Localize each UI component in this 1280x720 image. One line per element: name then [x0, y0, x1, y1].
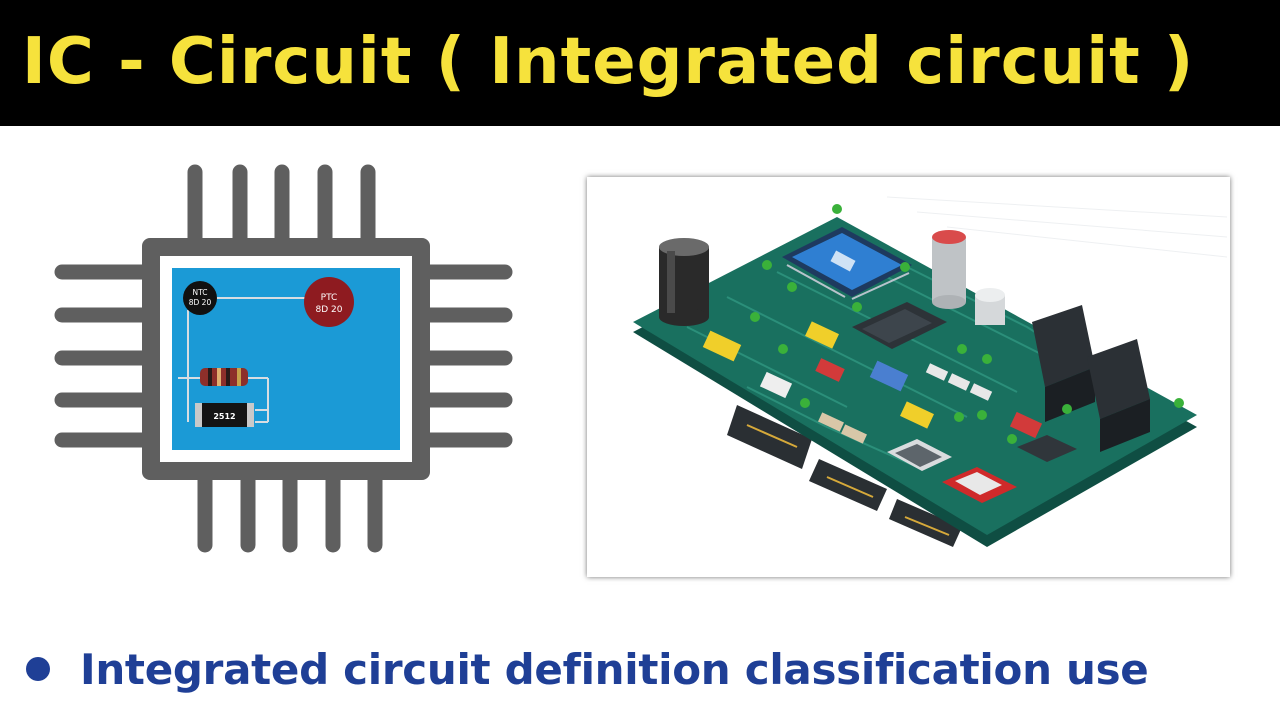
axial-resistor	[200, 368, 248, 386]
ic-chip-icon: NTC 8D 20 PTC 8D 20 2512	[50, 160, 520, 555]
pcb-image-frame	[587, 177, 1230, 577]
ptc-label-line1: PTC	[321, 293, 338, 303]
bullet-dot	[26, 657, 50, 681]
large-resistor	[887, 439, 952, 471]
electrolytic-capacitor-black	[659, 238, 709, 326]
edge-connectors	[727, 405, 962, 547]
ic-chip-drawing: NTC 8D 20 PTC 8D 20 2512	[54, 164, 513, 553]
processor-chip	[782, 227, 912, 300]
bg-lines	[886, 196, 1228, 258]
electrolytic-capacitor-grey	[932, 230, 966, 309]
pin-header-1	[1032, 305, 1095, 422]
ptc-label-line2: 8D 20	[316, 305, 343, 315]
trimmer-capacitor	[975, 288, 1005, 325]
ptc-thermistor	[304, 277, 354, 327]
circuit-board-illustration	[633, 196, 1228, 547]
page-title: IC - Circuit ( Integrated circuit )	[22, 25, 1195, 99]
bullet-row: Integrated circuit definition classifica…	[0, 630, 1280, 710]
smd-resistor-code: 2512	[213, 412, 235, 421]
ntc-label-line1: NTC	[193, 288, 208, 297]
chip-pins	[54, 164, 513, 553]
smd-resistor-array	[818, 363, 993, 444]
title-bar: IC - Circuit ( Integrated circuit )	[0, 0, 1280, 126]
red-inductor	[942, 467, 1017, 503]
smd-resistor	[195, 403, 254, 427]
ntc-thermistor	[183, 281, 217, 315]
green-leds	[750, 204, 1184, 444]
pin-header-2	[1087, 339, 1150, 452]
smd-capacitors	[702, 321, 1043, 439]
bullet-text: Integrated circuit definition classifica…	[80, 645, 1149, 694]
voltage-regulator	[852, 302, 947, 349]
ntc-label-line2: 8D 20	[189, 298, 212, 307]
mosfet	[1017, 435, 1077, 462]
